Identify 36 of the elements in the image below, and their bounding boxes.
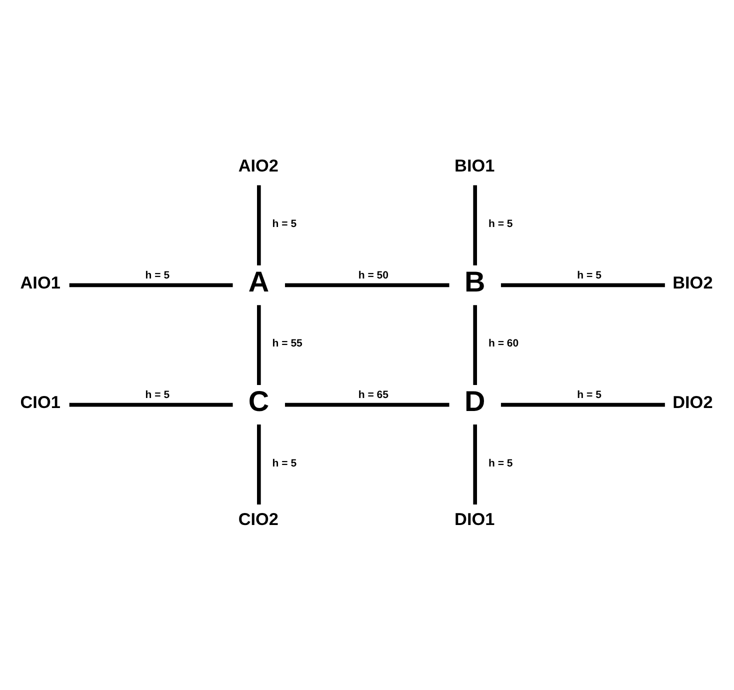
node-text: B	[464, 266, 486, 298]
node-text: CIO1	[20, 392, 60, 412]
connector	[500, 283, 665, 288]
edge-label: h = 5	[272, 457, 297, 470]
connector	[473, 185, 477, 266]
connector	[285, 402, 450, 407]
connector	[500, 402, 665, 407]
edge-label: h = 50	[358, 269, 388, 282]
connector	[473, 305, 477, 385]
edge-label: h = 5	[577, 269, 602, 282]
node-text: AIO1	[20, 272, 60, 292]
connector	[257, 185, 261, 266]
node-text: DIO1	[454, 509, 495, 530]
edge-label: h = 5	[145, 269, 170, 282]
node-text: BIO1	[454, 155, 495, 176]
connector	[257, 305, 261, 385]
edge-label: h = 5	[272, 218, 297, 230]
connector	[473, 424, 477, 504]
node-text: CIO2	[238, 509, 279, 530]
node-text: BIO2	[672, 272, 713, 292]
edge-label: h = 65	[358, 388, 388, 401]
node-text: C	[248, 386, 270, 418]
edge-label: h = 55	[272, 338, 302, 350]
connector	[69, 402, 233, 407]
connector	[257, 424, 261, 504]
connector	[69, 283, 233, 288]
edge-label: h = 5	[488, 218, 513, 230]
node-text: D	[464, 386, 486, 418]
edge-label: h = 60	[488, 338, 519, 350]
node-text: DIO2	[672, 392, 713, 412]
node-text: AIO2	[238, 155, 279, 176]
edge-label: h = 5	[145, 388, 170, 401]
connector	[285, 283, 450, 288]
edge-label: h = 5	[577, 388, 602, 401]
edge-label: h = 5	[488, 457, 513, 470]
node-text: A	[248, 266, 270, 298]
